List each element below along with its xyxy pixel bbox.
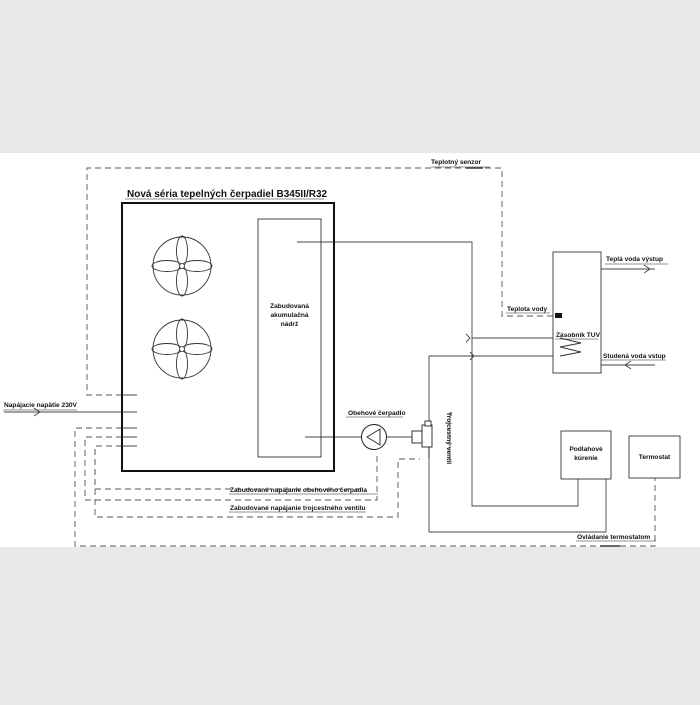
fan-bottom xyxy=(151,318,213,380)
supply-pipe xyxy=(297,241,579,507)
valve-cap xyxy=(424,420,432,427)
diagram-title: Nová séria tepelných čerpadiel B345II/R3… xyxy=(127,189,328,200)
hot-out-arrow xyxy=(643,264,651,274)
valve-body-right xyxy=(421,424,433,448)
sensor-label: Teplotný senzor xyxy=(431,159,482,166)
arrowheads xyxy=(33,264,651,417)
valve-label: Trojcestný ventil xyxy=(445,412,452,464)
floor-heating-label-1: Podlahové xyxy=(569,446,603,453)
circulation-pump xyxy=(361,424,387,450)
tank-label-3: nádrž xyxy=(281,321,299,328)
thermostat-label: Termostat xyxy=(639,454,671,461)
heat-pump-unit xyxy=(121,202,335,472)
cold-water-label: Studená voda vstup xyxy=(603,353,666,360)
tank-label-2: akumulačná xyxy=(270,312,308,319)
tank-label-1: Zabudovaná xyxy=(270,303,309,310)
three-way-valve xyxy=(411,420,433,458)
floor-heating-label-2: kúrenie xyxy=(574,455,598,462)
thermostat-box xyxy=(628,435,681,479)
pump-triangle xyxy=(366,428,381,446)
label-dash-marks xyxy=(466,167,620,547)
dhw-tank xyxy=(552,251,602,374)
unit-terminals xyxy=(122,394,137,447)
coil-arrow-2 xyxy=(469,351,475,361)
fan-bottom-hub xyxy=(179,346,185,352)
pump-icon xyxy=(361,424,387,450)
coil-arrow-1 xyxy=(465,333,471,343)
pump-label: Obehové čerpadlo xyxy=(348,410,406,417)
piping xyxy=(4,241,655,533)
return-pipe xyxy=(428,355,607,533)
dashed-wiring xyxy=(74,167,656,547)
pump-power-wire xyxy=(84,436,378,501)
accumulation-tank xyxy=(257,218,322,458)
fan-top-ring xyxy=(152,236,212,296)
power-label: Napájacie napätie 230V xyxy=(4,402,78,409)
label-underlines xyxy=(3,166,668,542)
pump-power-label: Zabudované napájanie obehového čerpadla xyxy=(230,487,367,494)
floor-heating-box xyxy=(560,430,612,480)
cold-in-arrow xyxy=(624,360,632,370)
hot-water-label: Teplá voda výstup xyxy=(606,256,663,263)
valve-power-label: Zabudované napájanie trojcestného ventil… xyxy=(230,505,366,512)
valve-power-wire xyxy=(94,445,420,518)
sensor-wire xyxy=(86,167,560,396)
dhw-tank-label: Zásobník TUV xyxy=(556,332,601,339)
water-temp-label: Teplota vody xyxy=(507,306,548,313)
thermostat-wire xyxy=(74,427,656,547)
thermo-control-label: Ovládanie termostatom xyxy=(577,534,650,541)
power-arrow xyxy=(33,407,41,417)
heating-coil xyxy=(559,337,582,357)
fan-top xyxy=(151,235,213,297)
valve-body-left xyxy=(411,430,423,444)
fan-top-hub xyxy=(179,263,185,269)
fan-bottom-ring xyxy=(152,319,212,379)
water-temp-sensor xyxy=(555,313,562,318)
